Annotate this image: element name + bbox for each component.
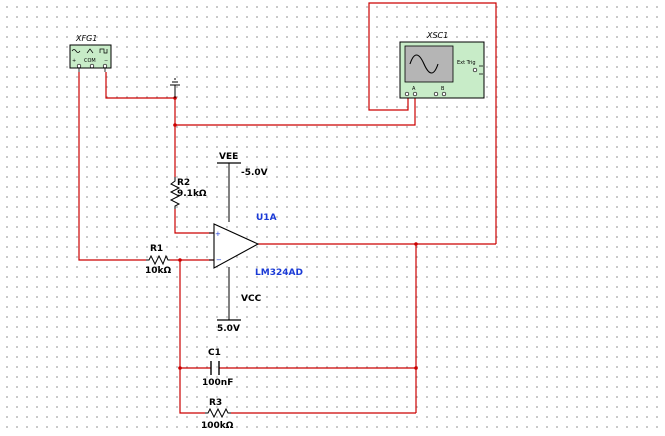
vee-value: -5.0V: [241, 168, 268, 178]
vee-label: VEE: [219, 152, 238, 162]
vcc-label: VCC: [241, 294, 262, 304]
opamp-ref-label: U1A: [256, 213, 277, 223]
r1-value-label: 10kΩ: [145, 266, 172, 276]
junction-dot: [178, 366, 182, 370]
r2-zigzag[interactable]: [169, 177, 181, 209]
xfg1-body[interactable]: [69, 44, 112, 69]
vee-supply[interactable]: VEE -5.0V: [217, 152, 268, 222]
r2-ref-label: R2: [177, 178, 190, 188]
xfg1-ref-label: XFG1: [75, 34, 97, 43]
wire-fg-com-to-ground[interactable]: [105, 72, 175, 99]
opamp-u1a[interactable]: + − U1A LM324AD: [209, 213, 303, 278]
sine-trace-icon: [409, 54, 439, 74]
ground-symbol[interactable]: [170, 78, 180, 98]
sine-wave-icon: [71, 49, 81, 53]
r3-value-label: 100kΩ: [201, 421, 234, 431]
xsc1-channel-b-plus-terminal[interactable]: [433, 91, 439, 97]
wire-minus-node-down[interactable]: [179, 260, 205, 414]
square-wave-icon: [99, 48, 108, 54]
junction-dot: [414, 242, 418, 246]
xfg1-plus-terminal[interactable]: [76, 63, 82, 69]
xsc1-ref-label: XSC1: [426, 31, 448, 40]
xsc1-screen: [404, 45, 454, 83]
r3-ref-label: R3: [209, 398, 222, 408]
xsc1-ext-trig-label: Ext Trig: [457, 60, 476, 66]
junction-dot: [414, 366, 418, 370]
r2-value-label: 9.1kΩ: [177, 189, 207, 199]
oscilloscope-xsc1[interactable]: XSC1 Ext Trig A B: [399, 31, 485, 99]
xsc1-ext-trig-terminal[interactable]: [472, 67, 478, 73]
junction-dot: [178, 258, 182, 262]
junctions: [173, 96, 418, 370]
xfg1-minus-label: −: [104, 58, 108, 64]
opamp-triangle[interactable]: [213, 223, 260, 269]
xfg1-plus-label: +: [72, 58, 76, 64]
r3-zigzag[interactable]: [205, 407, 231, 419]
triangle-wave-icon: [86, 48, 94, 54]
wire-to-scope-b[interactable]: [175, 95, 416, 126]
vcc-supply[interactable]: VCC 5.0V: [217, 267, 262, 334]
vcc-value: 5.0V: [217, 324, 240, 334]
xsc1-channel-a-plus-terminal[interactable]: [404, 91, 410, 97]
capacitor-c1[interactable]: C1 100nF: [202, 348, 233, 388]
c1-ref-label: C1: [208, 348, 221, 358]
opamp-part-label: LM324AD: [255, 268, 303, 278]
xsc1-channel-b-label: B: [441, 86, 445, 92]
resistor-r3[interactable]: R3 100kΩ: [201, 398, 234, 431]
r1-zigzag[interactable]: [146, 254, 170, 266]
xfg1-com-terminal[interactable]: [89, 63, 95, 69]
xfg1-com-label: COM: [84, 58, 96, 64]
xfg1-minus-terminal[interactable]: [102, 63, 108, 69]
opamp-minus-pin: −: [216, 256, 222, 264]
xsc1-channel-b-minus-terminal[interactable]: [441, 91, 447, 97]
wire-r2-to-opamp-plus[interactable]: [174, 209, 214, 234]
xsc1-channel-a-label: A: [412, 86, 416, 92]
c1-value-label: 100nF: [202, 378, 233, 388]
opamp-plus-pin: +: [215, 230, 221, 238]
resistor-r1[interactable]: R1 10kΩ: [145, 244, 172, 276]
wire-scope-loop[interactable]: [368, 2, 497, 244]
function-generator-xfg1[interactable]: XFG1 COM + −: [69, 34, 112, 72]
resistor-r2[interactable]: R2 9.1kΩ: [169, 177, 207, 209]
r1-ref-label: R1: [150, 244, 163, 254]
xsc1-channel-a-minus-terminal[interactable]: [412, 91, 418, 97]
wire-fg-to-r1[interactable]: [78, 72, 146, 261]
wires: [78, 2, 497, 414]
junction-dot: [173, 123, 177, 127]
